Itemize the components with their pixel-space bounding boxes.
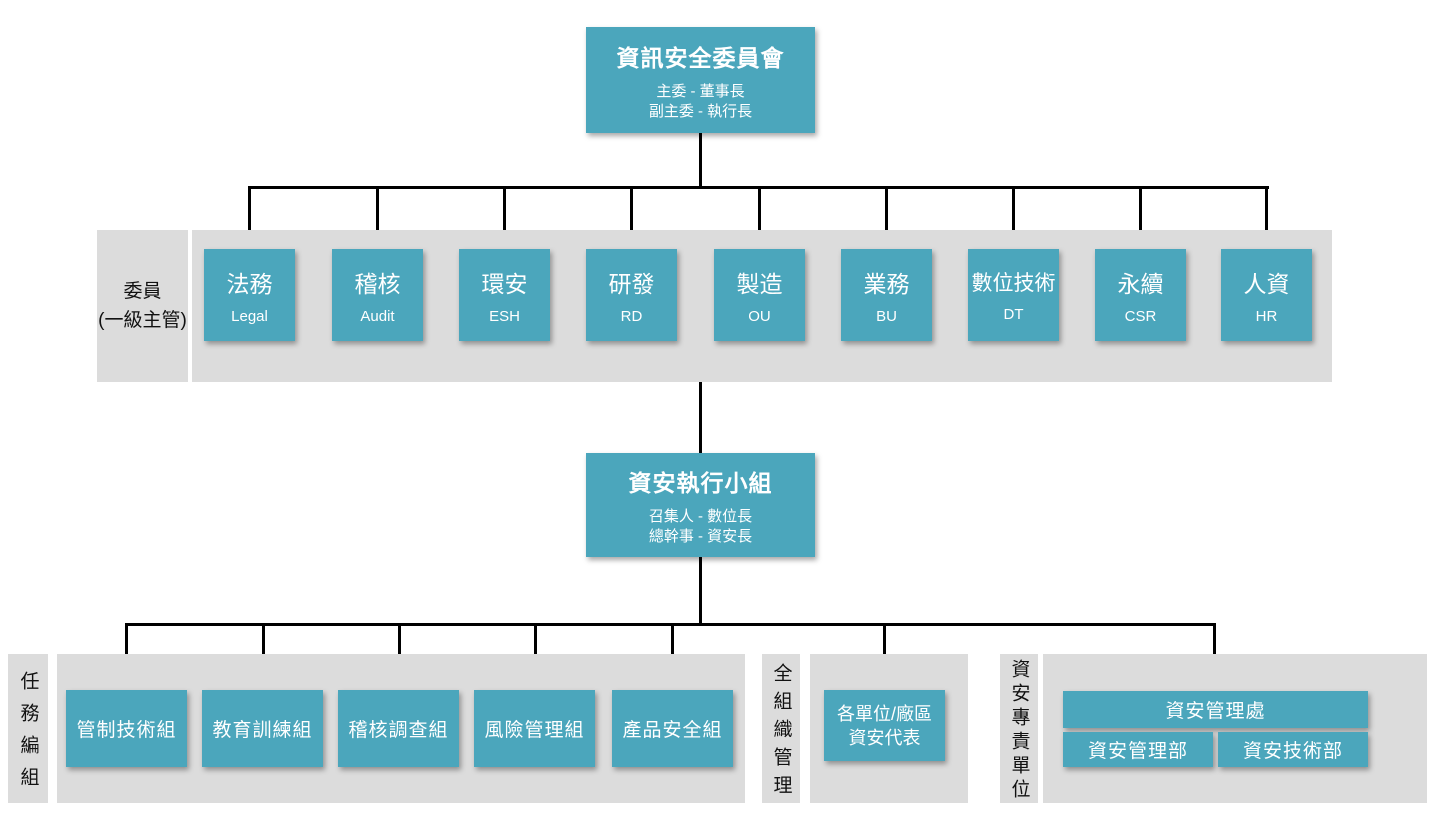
unit-representatives-line1: 各單位/廠區 [836, 703, 932, 724]
member-name-zh: 數位技術 [971, 272, 1056, 295]
connector-line [758, 187, 761, 250]
security-technology-dept-box: 資安技術部 [1218, 732, 1368, 767]
member-name-en: CSR [1124, 308, 1157, 325]
team-box-risk-management: 風險管理組 [474, 690, 595, 767]
members-label-box: 委員 (一級主管) [97, 230, 188, 382]
connector-line [1265, 187, 1268, 250]
security-management-division-box: 資安管理處 [1063, 691, 1368, 728]
dedicated-section-band [1043, 654, 1427, 803]
member-name-en: OU [748, 308, 771, 325]
connector-line [885, 187, 888, 250]
dedicated-section-label: 資安專責單位 [1008, 659, 1030, 803]
task-section-label-strip: 任務編組 [8, 654, 48, 803]
member-name-en: Audit [360, 308, 395, 325]
team-name: 管制技術組 [76, 720, 177, 741]
member-name-zh: 永續 [1117, 271, 1164, 297]
team-name: 風險管理組 [484, 720, 585, 741]
member-name-zh: 環安 [481, 271, 528, 297]
division-name: 資安管理處 [1165, 701, 1266, 722]
connector-line [699, 382, 702, 453]
dedicated-section-label-strip: 資安專責單位 [1000, 654, 1038, 803]
connector-line [699, 557, 702, 626]
member-name-zh: 法務 [226, 271, 273, 297]
connector-line [125, 623, 1216, 626]
member-name-en: ESH [489, 308, 520, 325]
executive-title: 資安執行小組 [628, 469, 773, 496]
member-box-dt: 數位技術 DT [968, 249, 1059, 341]
team-box-control-technology: 管制技術組 [66, 690, 187, 767]
member-name-zh: 人資 [1243, 271, 1290, 297]
committee-vice-chair-line: 副主委 - 執行長 [648, 102, 753, 120]
team-box-product-security: 產品安全組 [612, 690, 733, 767]
member-name-en: DT [1003, 306, 1024, 323]
team-box-education-training: 教育訓練組 [202, 690, 323, 767]
member-box-legal: 法務 Legal [204, 249, 295, 341]
committee-box: 資訊安全委員會 主委 - 董事長 副主委 - 執行長 [586, 27, 815, 133]
security-management-dept-box: 資安管理部 [1063, 732, 1213, 767]
executive-group-box: 資安執行小組 召集人 - 數位長 總幹事 - 資安長 [586, 453, 815, 557]
committee-chair-line: 主委 - 董事長 [656, 82, 745, 100]
members-label-line2: (一級主管) [98, 310, 187, 331]
committee-title: 資訊安全委員會 [616, 44, 785, 71]
member-box-hr: 人資 HR [1221, 249, 1312, 341]
department-name: 資安管理部 [1087, 741, 1188, 762]
connector-line [376, 187, 379, 250]
member-name-en: RD [620, 308, 643, 325]
task-section-label: 任務編組 [17, 671, 39, 799]
team-name: 產品安全組 [622, 720, 723, 741]
unit-representatives-line2: 資安代表 [848, 727, 921, 748]
team-name: 教育訓練組 [212, 720, 313, 741]
member-box-audit: 稽核 Audit [332, 249, 423, 341]
member-box-csr: 永續 CSR [1095, 249, 1186, 341]
connector-line [699, 133, 702, 189]
department-name: 資安技術部 [1242, 741, 1343, 762]
org-section-label-strip: 全組織管理 [762, 654, 800, 803]
org-section-label: 全組織管理 [770, 663, 792, 803]
executive-secretary-line: 總幹事 - 資安長 [648, 527, 753, 545]
members-label-line1: 委員 [123, 281, 162, 302]
member-name-en: HR [1255, 308, 1278, 325]
connector-line [1139, 187, 1142, 250]
member-name-en: BU [876, 308, 897, 325]
connector-line [1012, 187, 1015, 250]
team-box-audit-investigation: 稽核調查組 [338, 690, 459, 767]
member-box-esh: 環安 ESH [459, 249, 550, 341]
member-name-zh: 稽核 [354, 271, 401, 297]
member-name-zh: 製造 [736, 271, 783, 297]
executive-convener-line: 召集人 - 數位長 [648, 507, 753, 525]
unit-representatives-box: 各單位/廠區 資安代表 [824, 690, 945, 761]
connector-line [248, 187, 251, 250]
connector-line [503, 187, 506, 250]
member-name-zh: 業務 [863, 271, 910, 297]
member-box-ou: 製造 OU [714, 249, 805, 341]
member-box-rd: 研發 RD [586, 249, 677, 341]
member-name-en: Legal [231, 308, 268, 325]
connector-line [630, 187, 633, 250]
member-box-bu: 業務 BU [841, 249, 932, 341]
team-name: 稽核調查組 [348, 720, 449, 741]
member-name-zh: 研發 [608, 271, 655, 297]
